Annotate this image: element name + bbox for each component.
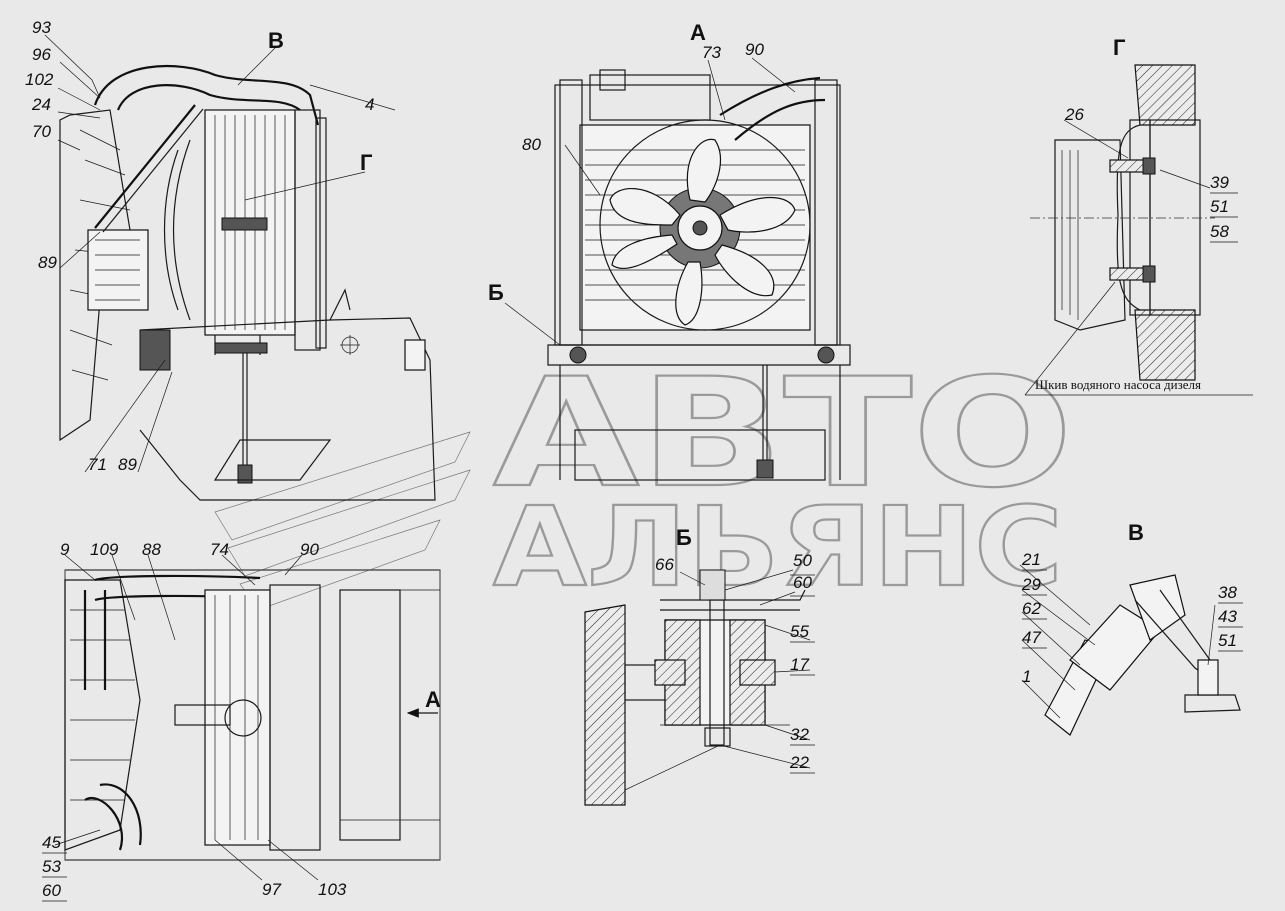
part-label: 88 — [142, 540, 161, 559]
part-label: 90 — [300, 540, 319, 559]
part-label: 51 — [1218, 631, 1237, 650]
part-label: 24 — [31, 95, 51, 114]
part-label: 89 — [118, 455, 137, 474]
watermark: АВТО АЛЬЯНС — [214, 346, 1074, 612]
part-label: 90 — [745, 40, 764, 59]
view-letter-v-top: В — [268, 28, 284, 53]
view-letter-b-bottom: Б — [676, 525, 692, 550]
part-label: 93 — [32, 18, 51, 37]
top-view-bottom-left — [54, 554, 441, 881]
part-label: 73 — [702, 43, 721, 62]
part-label: 50 — [793, 551, 812, 570]
view-arrow-a: А — [425, 687, 441, 712]
part-label: 39 — [1210, 173, 1229, 192]
part-label: 70 — [32, 122, 51, 141]
detail-view-b — [584, 569, 811, 806]
pulley-note: Шкив водяного насоса дизеля — [1035, 377, 1201, 392]
view-letter-a-top: А — [690, 20, 706, 45]
part-label: 32 — [790, 725, 809, 744]
part-label: 60 — [42, 881, 61, 900]
view-letter-v-bottom: В — [1128, 520, 1144, 545]
watermark-line2: АЛЬЯНС — [493, 483, 1063, 611]
part-label: 38 — [1218, 583, 1237, 602]
part-label: 17 — [790, 655, 809, 674]
part-label: 55 — [790, 622, 809, 641]
side-view-top-left — [44, 34, 436, 501]
part-label: 9 — [60, 540, 70, 559]
part-label: 58 — [1210, 222, 1229, 241]
part-label: 96 — [32, 45, 51, 64]
front-view-a — [504, 57, 851, 481]
detail-view-v — [1019, 564, 1241, 736]
part-label: 66 — [655, 555, 674, 574]
part-label: 74 — [210, 540, 229, 559]
part-label: 4 — [365, 95, 374, 114]
view-mark-g: Г — [360, 150, 373, 175]
part-labels: 93 96 102 24 70 89 71 89 4 73 90 80 26 3… — [25, 18, 1237, 900]
watermark-line1: АВТО — [493, 347, 1073, 521]
part-label: 60 — [793, 573, 812, 592]
part-label: 29 — [1021, 575, 1041, 594]
part-label: 53 — [42, 857, 61, 876]
label-underlines — [42, 192, 1243, 902]
part-label: 103 — [318, 880, 347, 899]
part-label: 43 — [1218, 607, 1237, 626]
part-label: 45 — [42, 833, 61, 852]
part-label: 22 — [789, 753, 809, 772]
section-view-g — [1024, 64, 1253, 396]
part-label: 26 — [1064, 105, 1084, 124]
part-label: 109 — [90, 540, 119, 559]
part-label: 1 — [1022, 667, 1031, 686]
part-label: 97 — [262, 880, 281, 899]
part-label: 80 — [522, 135, 541, 154]
part-label: 89 — [38, 253, 57, 272]
part-label: 62 — [1022, 599, 1041, 618]
part-label: 21 — [1021, 550, 1041, 569]
part-label: 51 — [1210, 197, 1229, 216]
view-letter-g-top: Г — [1113, 35, 1126, 60]
part-label: 102 — [25, 70, 54, 89]
part-label: 71 — [88, 455, 107, 474]
view-mark-b: Б — [488, 280, 504, 305]
part-label: 47 — [1022, 628, 1041, 647]
